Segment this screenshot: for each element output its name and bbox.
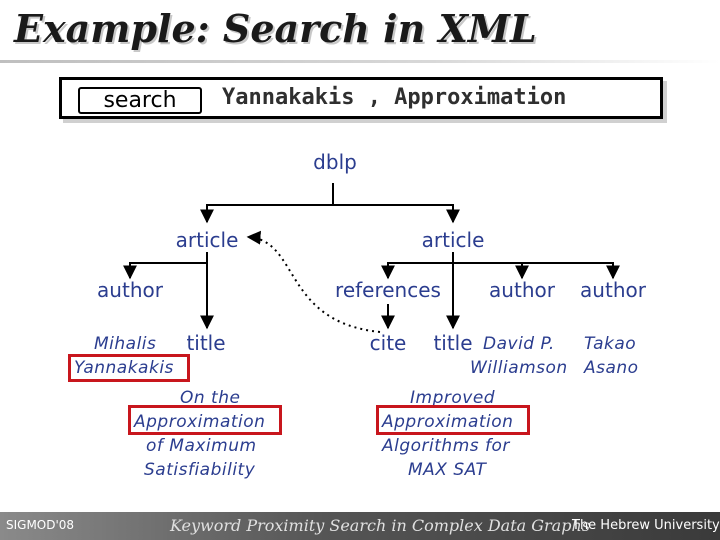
value-author-right-line-1: Takao	[584, 334, 637, 354]
node-article-left: article	[175, 228, 239, 252]
edge-dblp-article-left	[200, 183, 334, 224]
node-cite: cite	[369, 331, 407, 355]
title-underline	[0, 60, 720, 63]
value-title-left-line-1: On the	[180, 388, 241, 408]
value-author-left-last: Yannakakis	[74, 358, 174, 378]
value-author-mid-line-2: Williamson	[470, 358, 568, 378]
slide-title: Example: Search in XML	[14, 6, 537, 51]
value-author-left-first: Mihalis	[94, 334, 157, 354]
value-title-left-line-3: of Maximum	[146, 436, 257, 456]
edge-article-right-references	[381, 252, 454, 280]
value-author-right-line-2: Asano	[584, 358, 639, 378]
value-title-right-line-1: Improved	[410, 388, 496, 408]
node-title-left: title	[186, 331, 226, 355]
highlight-approximation-right	[376, 405, 530, 435]
value-title-left-line-4: Satisfiability	[144, 460, 256, 480]
footer-bar	[0, 512, 720, 540]
footer-university: The Hebrew University	[572, 518, 720, 533]
node-author-mid: author	[489, 278, 555, 302]
node-article-right: article	[421, 228, 485, 252]
edge-article-left-author	[123, 252, 208, 280]
footer-conference: SIGMOD'08	[6, 518, 75, 532]
footer-talk-title: Keyword Proximity Search in Complex Data…	[170, 516, 590, 535]
highlight-approximation-left	[128, 405, 282, 435]
edge-article-right-author-mid	[453, 262, 529, 280]
node-author-left: author	[97, 278, 163, 302]
value-author-mid-line-1: David P.	[483, 334, 555, 354]
node-title-right: title	[433, 331, 473, 355]
node-dblp: dblp	[313, 150, 357, 174]
value-title-right-line-2: Approximation	[382, 412, 514, 432]
search-query-text[interactable]: Yannakakis , Approximation	[222, 85, 567, 110]
value-title-right-line-3: Algorithms for	[382, 436, 510, 456]
highlight-yannakakis	[68, 354, 190, 382]
search-button[interactable]: search	[78, 87, 202, 114]
value-title-left-line-2: Approximation	[134, 412, 266, 432]
node-author-right: author	[580, 278, 646, 302]
node-references: references	[335, 278, 441, 302]
edge-article-right-author-right	[522, 262, 620, 280]
edge-dblp-article-right	[333, 204, 460, 224]
value-title-right-line-4: MAX SAT	[408, 460, 487, 480]
